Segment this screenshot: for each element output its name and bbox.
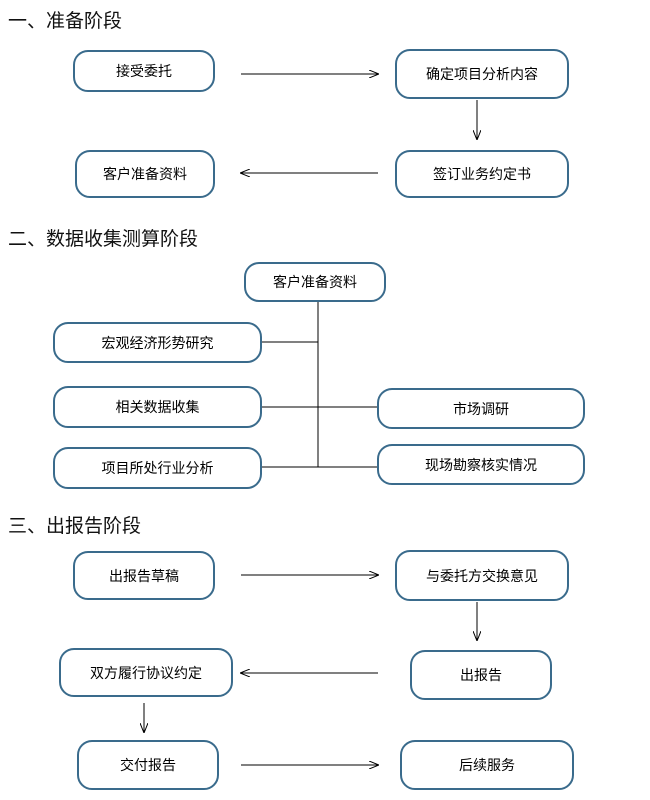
node-fulfil-agreement: 双方履行协议约定	[59, 648, 233, 697]
section-title-preparation: 一、准备阶段	[8, 10, 123, 32]
node-follow-up-service: 后续服务	[400, 740, 574, 790]
node-site-inspection: 现场勘察核实情况	[377, 444, 585, 485]
node-market-research: 市场调研	[377, 388, 585, 429]
node-accept-commission: 接受委托	[73, 50, 215, 92]
node-industry-analysis: 项目所处行业分析	[53, 447, 262, 489]
node-macro-economic-research: 宏观经济形势研究	[53, 322, 262, 363]
node-client-prepare-materials: 客户准备资料	[75, 150, 215, 198]
section-title-reporting: 三、出报告阶段	[8, 515, 142, 537]
node-draft-report: 出报告草稿	[73, 551, 215, 600]
node-exchange-opinions: 与委托方交换意见	[395, 550, 569, 601]
node-client-prepare-materials-2: 客户准备资料	[244, 262, 386, 302]
node-determine-scope: 确定项目分析内容	[395, 49, 569, 99]
node-deliver-report: 交付报告	[77, 740, 219, 790]
node-sign-agreement: 签订业务约定书	[395, 150, 569, 198]
section-title-data-collection: 二、数据收集测算阶段	[8, 228, 199, 250]
node-issue-report: 出报告	[410, 650, 552, 700]
node-data-collection: 相关数据收集	[53, 386, 262, 428]
